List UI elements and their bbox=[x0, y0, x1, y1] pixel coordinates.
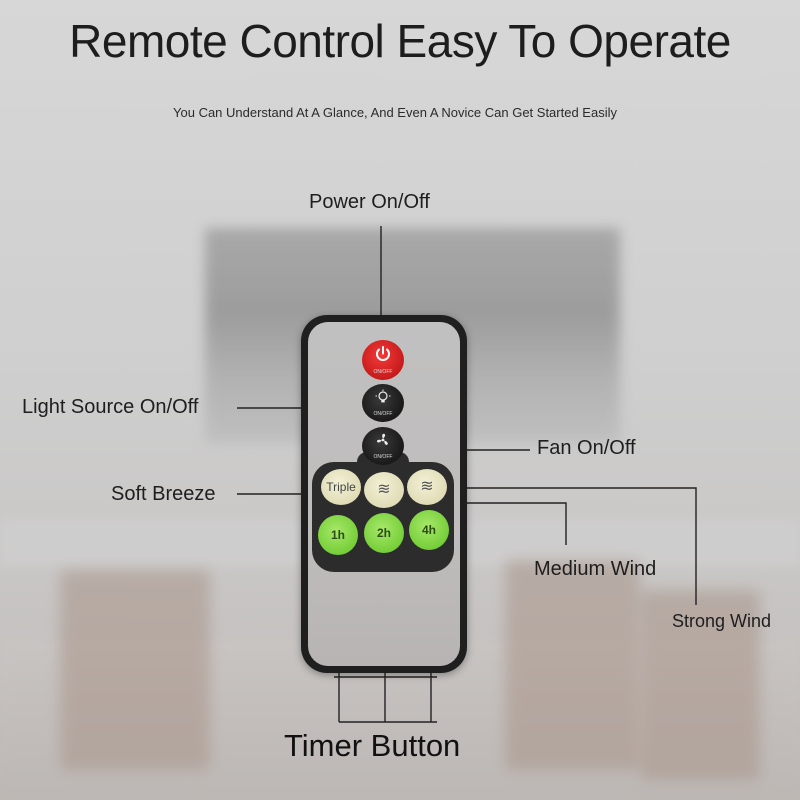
medium-wind-button[interactable]: ≋ bbox=[364, 472, 404, 508]
strong-wind-button[interactable]: ≋ bbox=[407, 469, 447, 505]
label-power: Power On/Off bbox=[309, 191, 430, 213]
fan-icon bbox=[375, 432, 391, 453]
timer-label: 1h bbox=[330, 528, 345, 542]
label-light: Light Source On/Off bbox=[22, 396, 199, 418]
timer-4h-button[interactable]: 4h bbox=[409, 510, 449, 550]
light-caption: ON/OFF bbox=[373, 411, 393, 417]
timer-label: 4h bbox=[421, 523, 436, 537]
power-button[interactable]: ON/OFF bbox=[362, 340, 404, 380]
label-strong-wind: Strong Wind bbox=[672, 611, 772, 631]
wave-icon: ≋ bbox=[377, 481, 391, 498]
timer-label: 2h bbox=[376, 526, 391, 540]
wave-icon: ≋ bbox=[420, 478, 434, 495]
label-fan: Fan On/Off bbox=[537, 437, 636, 459]
label-medium-wind: Medium Wind bbox=[534, 558, 657, 580]
timer-1h-button[interactable]: 1h bbox=[318, 515, 358, 555]
label-timer-button: Timer Button bbox=[284, 728, 461, 763]
power-caption: ON/OFF bbox=[373, 369, 393, 375]
power-icon bbox=[374, 345, 392, 368]
light-button[interactable]: ON/OFF bbox=[362, 384, 404, 422]
triple-label: Triple bbox=[326, 480, 356, 494]
chair-far-right bbox=[640, 590, 760, 780]
page-title: Remote Control Easy To Operate bbox=[69, 15, 731, 67]
light-bulb-icon bbox=[375, 389, 391, 410]
timer-2h-button[interactable]: 2h bbox=[364, 513, 404, 553]
chair-left bbox=[60, 570, 210, 770]
fan-caption: ON/OFF bbox=[373, 454, 393, 460]
chair-right bbox=[505, 560, 640, 770]
page-subtitle: You Can Understand At A Glance, And Even… bbox=[173, 105, 617, 120]
label-soft-breeze: Soft Breeze bbox=[111, 483, 216, 505]
fan-button[interactable]: ON/OFF bbox=[362, 427, 404, 465]
triple-button[interactable]: Triple bbox=[321, 469, 361, 505]
